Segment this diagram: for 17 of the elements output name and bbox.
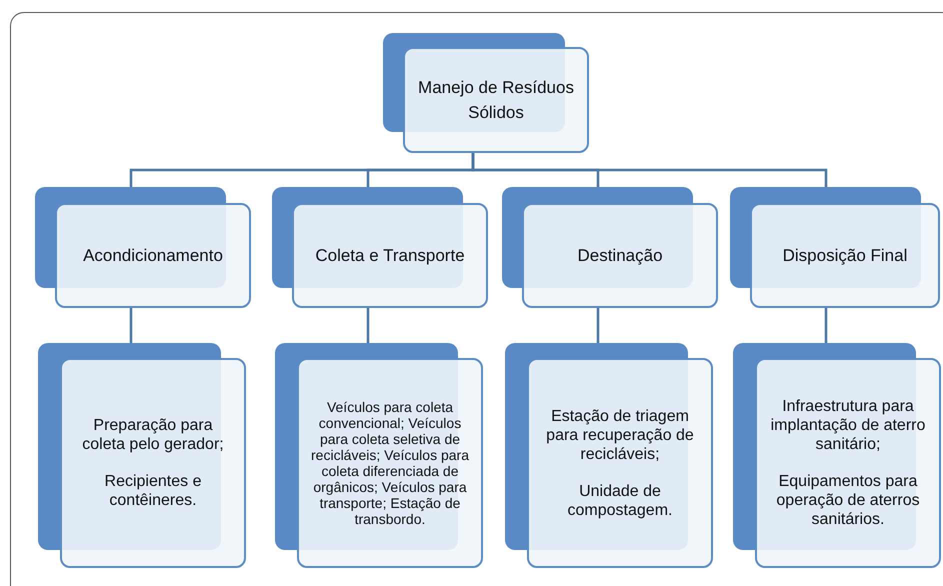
node-text: Disposição Final: [782, 244, 908, 267]
node-text: Acondicionamento: [83, 244, 223, 267]
node-text: Recipientes e contêineres.: [104, 472, 202, 510]
connector-line: [472, 153, 828, 187]
node-text: Preparação para coleta pelo gerador;: [81, 416, 225, 454]
node-text: Infraestrutura para implantação de aterro sanitário;: [770, 397, 926, 454]
node-text: Estação de triagem para recuperação de recicláveis;: [545, 406, 695, 464]
connector-line: [366, 308, 370, 343]
node-text: Unidade de compostagem.: [566, 482, 674, 520]
node-text: Manejo de Resíduos Sólidos: [417, 76, 575, 124]
node-text: Equipamentos para operação de aterros sanitários.: [775, 472, 921, 529]
connector-line: [130, 308, 132, 343]
node-text: Coleta e Transporte: [315, 244, 465, 267]
node-text: Destinação: [577, 244, 663, 267]
connector-line: [824, 308, 828, 343]
node-text: Veículos para coleta convencional; Veículos para coleta seletiva de recicláveis; Veículos para coleta diferenciada de orgânicos; Veículos para transporte; Estação de transbordo.: [310, 399, 470, 527]
connector-line: [596, 308, 600, 343]
